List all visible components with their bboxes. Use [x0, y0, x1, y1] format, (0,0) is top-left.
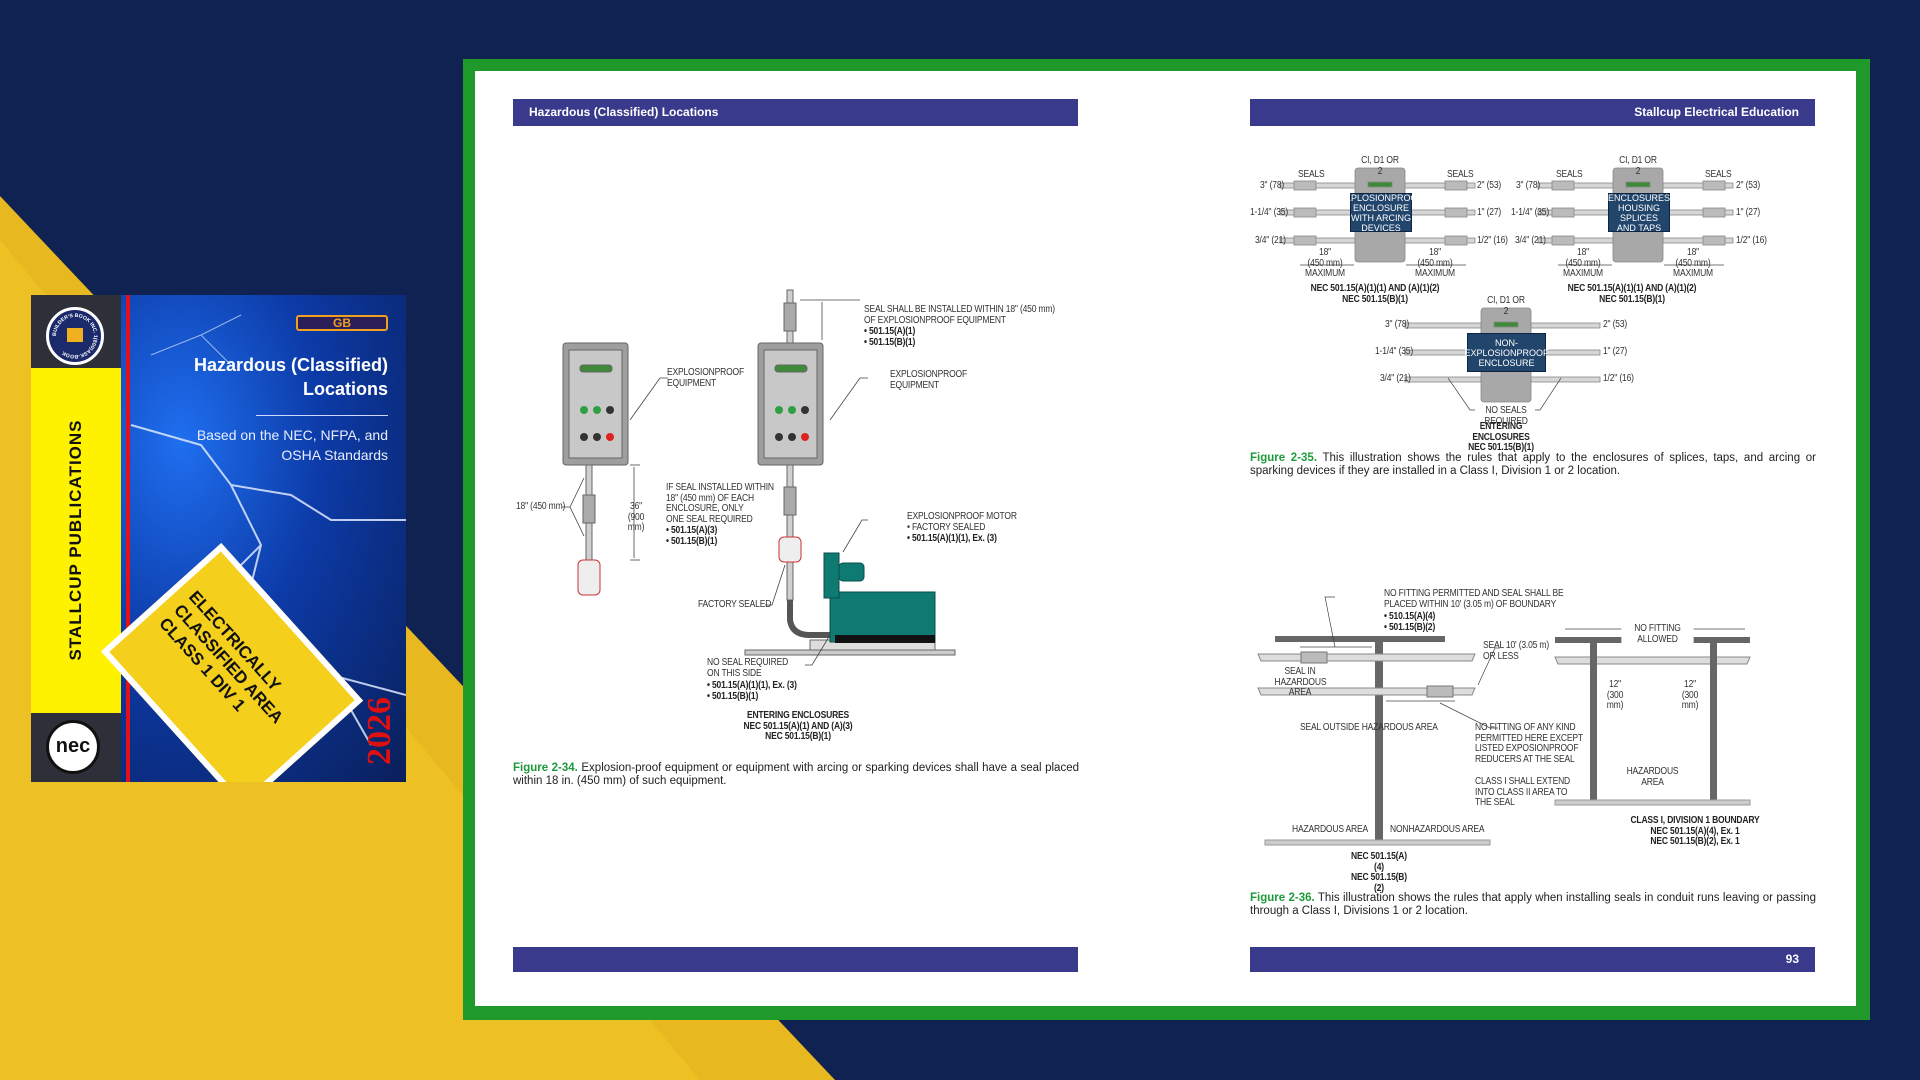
- label-seal-outside: SEAL OUTSIDE HAZARDOUS AREA: [1300, 722, 1438, 733]
- label-max: 18" (450 mm) MAXIMUM: [1415, 247, 1455, 279]
- label-class-2: CI, D1 OR 2: [1619, 155, 1657, 177]
- label-hazardous-area-2: HAZARDOUS AREA: [1626, 766, 1679, 788]
- label-seals: SEALS: [1298, 169, 1325, 180]
- size-label: 2" (53): [1736, 180, 1761, 191]
- label-seals: SEALS: [1447, 169, 1474, 180]
- label-seals: SEALS: [1705, 169, 1732, 180]
- label-seal-within-refs: • 501.15(A)(1) • 501.15(B)(1): [864, 326, 916, 348]
- builders-book-logo-ring: BUILDER'S BOOK INC. 1(800)ASK-BOOK: [52, 313, 98, 359]
- figure-label: Figure 2-35.: [1250, 452, 1318, 464]
- size-label: 2" (53): [1603, 319, 1628, 330]
- size-label: 1-1/4" (35): [1250, 207, 1289, 218]
- caption-text: This illustration shows the rules that a…: [1250, 892, 1816, 917]
- size-label: 2" (53): [1477, 180, 1502, 191]
- label-no-fitting-any: NO FITTING OF ANY KIND PERMITTED HERE EX…: [1475, 722, 1583, 765]
- label-no-fitting-seal: NO FITTING PERMITTED AND SEAL SHALL BE P…: [1384, 588, 1564, 610]
- right-page-footer: 93: [1250, 947, 1815, 972]
- figure-2-36-caption: Figure 2-36. This illustration shows the…: [1250, 892, 1816, 917]
- label-entering-enclosures: ENTERING ENCLOSURES NEC 501.15(A)(1) AND…: [743, 710, 853, 742]
- label-dim-12-left: 12" (300 mm): [1606, 679, 1624, 711]
- left-page-footer: [513, 947, 1078, 972]
- label-enclosure-non-ep: NON-EXPLOSIONPROOF ENCLOSURE: [1465, 333, 1549, 372]
- label-seal-in-hazardous: SEAL IN HAZARDOUS AREA: [1274, 666, 1327, 698]
- label-class-extend: CLASS I SHALL EXTEND INTO CLASS II AREA …: [1475, 776, 1571, 808]
- cover-divider: [256, 415, 388, 416]
- size-label: 1" (27): [1736, 207, 1761, 218]
- caption-text: Explosion-proof equipment or equipment w…: [513, 762, 1079, 787]
- label-ep-equipment-right: EXPLOSIONPROOF EQUIPMENT: [890, 369, 967, 391]
- label-no-fitting-seal-refs: • 510.15(A)(4) • 501.15(B)(2): [1384, 611, 1436, 633]
- size-label: 3" (78): [1385, 319, 1410, 330]
- figure-2-35-caption: Figure 2-35. This illustration shows the…: [1250, 452, 1816, 477]
- caption-text: This illustration shows the rules that a…: [1250, 452, 1816, 477]
- label-ref-left: NEC 501.15(A)(1)(1) AND (A)(1)(2) NEC 50…: [1310, 283, 1440, 305]
- label-class-1: CI, D1 OR 2: [1361, 155, 1399, 177]
- label-dim-18: 18" (450 mm): [516, 501, 566, 512]
- label-enclosure-splices: ENCLOSURES HOUSING SPLICES AND TAPS: [1608, 192, 1671, 233]
- label-max: 18" (450 mm) MAXIMUM: [1305, 247, 1345, 279]
- size-label: 1" (27): [1477, 207, 1502, 218]
- right-page-header: Stallcup Electrical Education: [1250, 99, 1815, 126]
- label-seal-within: SEAL SHALL BE INSTALLED WITHIN 18" (450 …: [864, 304, 1055, 326]
- figure-label: Figure 2-36.: [1250, 892, 1315, 904]
- label-nonhazardous-area: NONHAZARDOUS AREA: [1390, 824, 1485, 835]
- size-label: 1/2" (16): [1736, 235, 1767, 246]
- label-no-seal: NO SEAL REQUIRED ON THIS SIDE: [707, 657, 789, 679]
- size-label: 3/4" (21): [1380, 373, 1411, 384]
- figure-2-34-drawing: [562, 289, 956, 666]
- nec-logo: nec: [46, 720, 100, 774]
- label-no-seal-refs: • 501.15(A)(1)(1), Ex. (3) • 501.15(B)(1…: [707, 680, 797, 702]
- size-label: 3" (78): [1260, 180, 1285, 191]
- label-max: 18" (450 mm) MAXIMUM: [1673, 247, 1713, 279]
- label-ep-equipment-left: EXPLOSIONPROOF EQUIPMENT: [667, 367, 744, 389]
- size-label: 1-1/4" (35): [1375, 346, 1414, 357]
- label-motor-ref: • 501.15(A)(1)(1), Ex. (3): [907, 533, 997, 544]
- left-page-header: Hazardous (Classified) Locations: [513, 99, 1078, 126]
- label-if-seal: IF SEAL INSTALLED WITHIN 18" (450 mm) OF…: [666, 482, 774, 525]
- page-number: 93: [1785, 952, 1799, 966]
- size-label: 1/2" (16): [1603, 373, 1634, 384]
- label-enclosure-arcing: EXPLOSIONPROOF ENCLOSURE WITH ARCING DEV…: [1338, 192, 1424, 233]
- label-class-3: CI, D1 OR 2: [1487, 295, 1525, 317]
- size-label: 1-1/4" (35): [1511, 207, 1550, 218]
- builders-book-logo: BUILDER'S BOOK INC. 1(800)ASK-BOOK: [46, 307, 104, 365]
- label-factory-sealed: FACTORY SEALED: [698, 599, 772, 610]
- label-seal-10: SEAL 10' (3.05 m) OR LESS: [1483, 640, 1549, 662]
- label-dim-36: 36" (900 mm): [627, 501, 645, 533]
- label-boundary: CLASS I, DIVISION 1 BOUNDARY NEC 501.15(…: [1630, 815, 1760, 847]
- cover-subtitle: Based on the NEC, NFPA, and OSHA Standar…: [196, 427, 388, 463]
- figure-2-34-caption: Figure 2-34. Explosion-proof equipment o…: [513, 762, 1079, 787]
- label-dim-12-right: 12" (300 mm): [1681, 679, 1699, 711]
- gb-brand-logo: GB: [296, 315, 388, 331]
- label-if-seal-refs: • 501.15(A)(3) • 501.15(B)(1): [666, 525, 718, 547]
- size-label: 3/4" (21): [1255, 235, 1286, 246]
- label-hazardous-area: HAZARDOUS AREA: [1292, 824, 1369, 835]
- label-ref-left-236: NEC 501.15(A)(4) NEC 501.15(B)(2): [1351, 851, 1407, 894]
- cover-red-line: [126, 295, 130, 782]
- size-label: 3/4" (21): [1515, 235, 1546, 246]
- label-seals: SEALS: [1556, 169, 1583, 180]
- book-cover: STALLCUP PUBLICATIONS BUILDER'S BOOK INC…: [31, 295, 406, 782]
- label-no-seals-required: NO SEALS REQUIRED: [1484, 405, 1528, 427]
- cover-title: Hazardous (Classified) Locations: [193, 355, 388, 399]
- figure-label: Figure 2-34.: [513, 762, 578, 774]
- size-label: 1/2" (16): [1477, 235, 1508, 246]
- label-max: 18" (450 mm) MAXIMUM: [1563, 247, 1603, 279]
- label-entering-enclosures-2: ENTERING ENCLOSURES NEC 501.15(B)(1): [1468, 421, 1534, 453]
- label-no-fitting-allowed: NO FITTING ALLOWED: [1621, 623, 1694, 645]
- label-motor: EXPLOSIONPROOF MOTOR • FACTORY SEALED: [907, 511, 1017, 533]
- label-ref-right: NEC 501.15(A)(1)(1) AND (A)(1)(2) NEC 50…: [1567, 283, 1697, 305]
- size-label: 3" (78): [1516, 180, 1541, 191]
- size-label: 1" (27): [1603, 346, 1628, 357]
